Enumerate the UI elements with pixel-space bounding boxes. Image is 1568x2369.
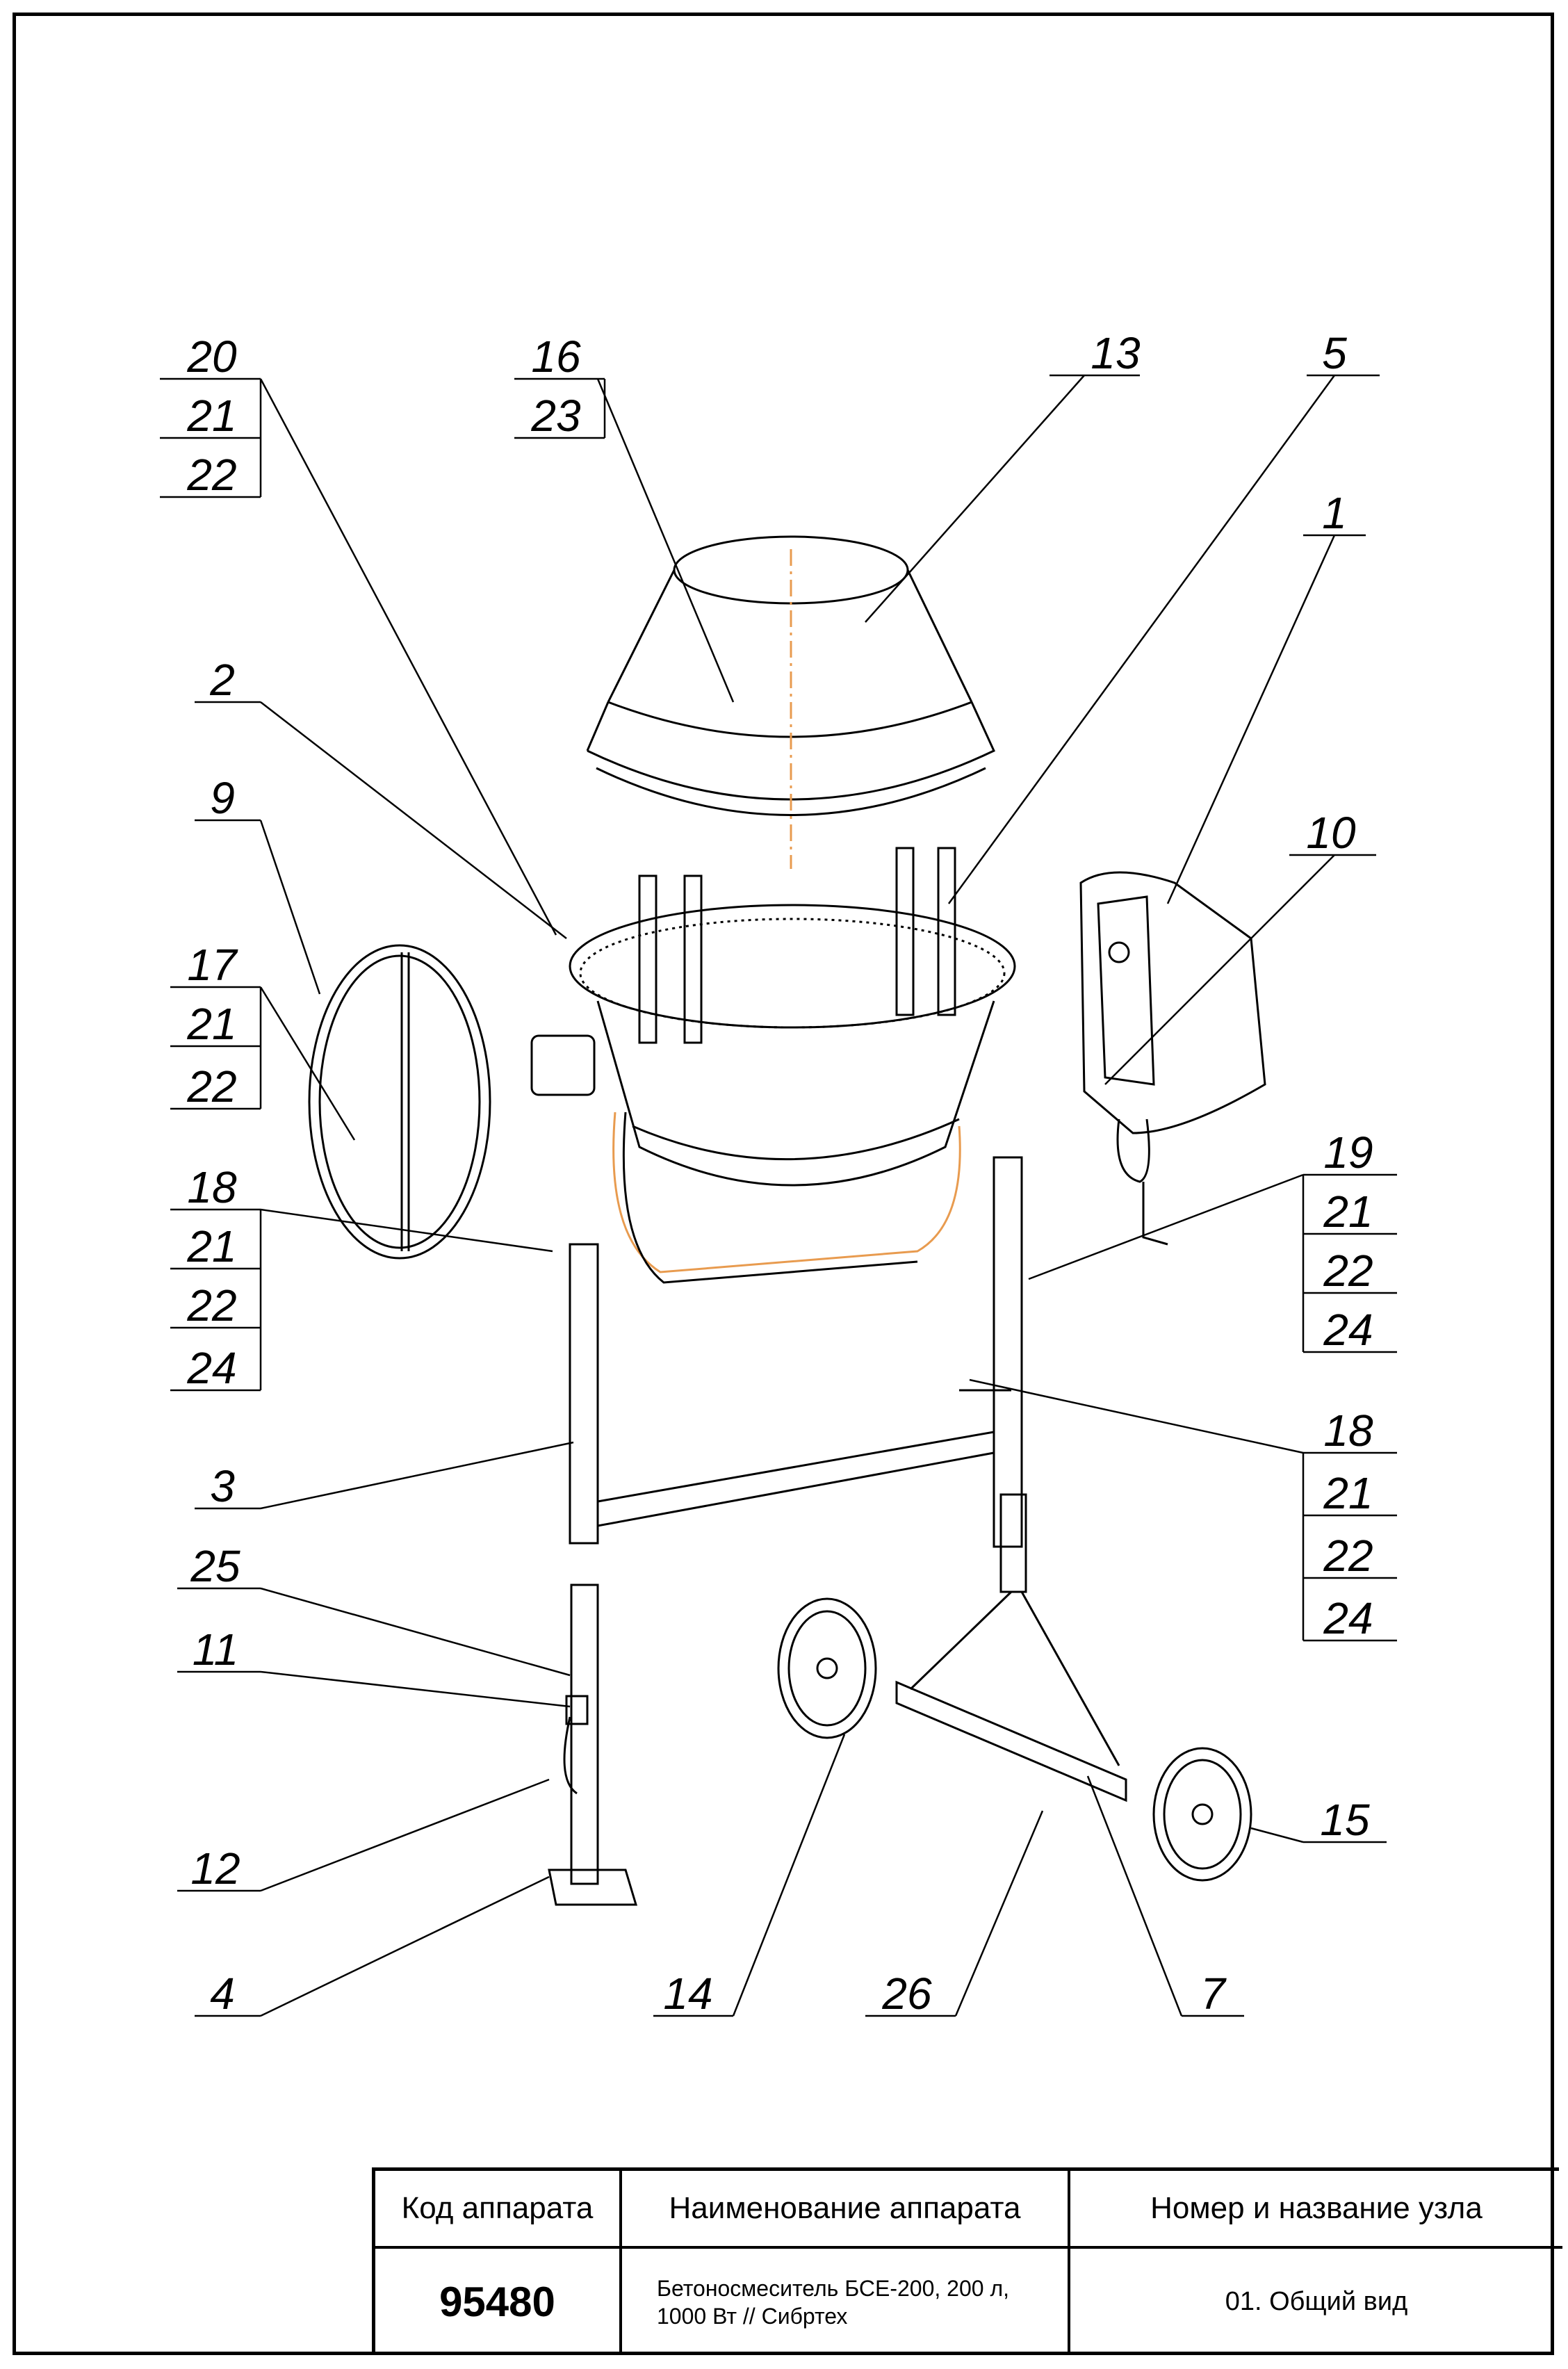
callout-label: 3 xyxy=(210,1461,235,1511)
callout-label: 18 xyxy=(187,1162,237,1212)
callout-label: 7 xyxy=(1200,1969,1227,2019)
callout-label: 9 xyxy=(210,773,235,823)
callout-2: 2 xyxy=(195,655,261,705)
wheel-axle-part xyxy=(777,1493,1252,1882)
callout-label: 22 xyxy=(186,1280,236,1330)
callout-label: 17 xyxy=(187,940,238,990)
callout-13: 13 xyxy=(1050,328,1141,378)
callout-label: 21 xyxy=(186,999,236,1049)
motor-housing-part xyxy=(1079,871,1266,1246)
callout-label: 12 xyxy=(190,1843,240,1894)
callout-1: 1 xyxy=(1303,488,1366,538)
callout-label: 21 xyxy=(186,1221,236,1271)
callout-10: 10 xyxy=(1289,808,1376,858)
callout-4: 4 xyxy=(195,1969,261,2019)
callout-19-21-22-24: 19 21 22 24 xyxy=(1302,1127,1397,1355)
mixer-parts xyxy=(308,535,1266,1906)
name-header: Наименование аппарата xyxy=(622,2171,1070,2249)
callout-11: 11 xyxy=(177,1625,261,1675)
callout-label: 21 xyxy=(186,391,236,441)
callout-12: 12 xyxy=(177,1843,261,1894)
callout-3: 3 xyxy=(195,1461,261,1511)
apparatus-code: 95480 xyxy=(375,2249,622,2355)
callout-14: 14 xyxy=(653,1969,733,2019)
callout-label: 5 xyxy=(1322,328,1347,378)
node-name: 01. Общий вид xyxy=(1225,2287,1408,2316)
callout-label: 22 xyxy=(1323,1531,1373,1581)
callout-15: 15 xyxy=(1303,1795,1387,1845)
callout-label: 10 xyxy=(1306,808,1356,858)
callout-label: 25 xyxy=(190,1541,240,1591)
callout-label: 21 xyxy=(1323,1187,1373,1237)
drum-body-part xyxy=(530,847,1016,1284)
callout-18-21-22-24-left: 18 21 22 24 xyxy=(170,1162,262,1393)
leader-lines xyxy=(259,375,1336,2017)
callout-17-21-22: 17 21 22 xyxy=(170,940,262,1112)
mixing-ring-part xyxy=(308,944,491,1260)
callout-label: 16 xyxy=(531,332,581,382)
callout-label: 21 xyxy=(1323,1468,1373,1518)
callout-label: 15 xyxy=(1320,1795,1370,1845)
callout-label: 4 xyxy=(210,1969,235,2019)
leg-part xyxy=(548,1584,638,1906)
callout-25: 25 xyxy=(177,1541,261,1591)
callout-20-21-22: 20 21 22 xyxy=(160,332,262,500)
code-header: Код аппарата xyxy=(375,2171,622,2249)
title-block: Код аппарата Наименование аппарата Номер… xyxy=(372,2167,1562,2355)
callout-label: 22 xyxy=(186,1061,236,1112)
callout-label: 2 xyxy=(209,655,235,705)
callout-label: 1 xyxy=(1322,488,1347,538)
callout-label: 14 xyxy=(663,1969,712,2019)
callout-16-23: 16 23 xyxy=(514,332,606,441)
drawing-sheet-frame xyxy=(13,13,1554,2355)
callout-7: 7 xyxy=(1182,1969,1244,2019)
callout-label: 24 xyxy=(1323,1593,1373,1643)
callout-label: 22 xyxy=(186,450,236,500)
callout-label: 13 xyxy=(1091,328,1141,378)
drum-cone-part xyxy=(586,535,995,869)
callout-label: 11 xyxy=(193,1625,238,1675)
callout-label: 22 xyxy=(1323,1246,1373,1296)
callout-label: 20 xyxy=(186,332,237,382)
stand-frame-part xyxy=(569,1156,1023,1548)
callout-9: 9 xyxy=(195,773,261,823)
callout-18-21-22-24-right: 18 21 22 24 xyxy=(1302,1406,1397,1643)
callout-label: 23 xyxy=(530,391,581,441)
callout-label: 24 xyxy=(1323,1305,1373,1355)
callout-5: 5 xyxy=(1307,328,1380,378)
apparatus-name: Бетоносмеситель БСЕ-200, 200 л, 1000 Вт … xyxy=(622,2249,1070,2355)
callout-label: 26 xyxy=(881,1969,932,2019)
callout-label: 18 xyxy=(1323,1406,1373,1456)
callout-label: 19 xyxy=(1323,1127,1373,1178)
callout-26: 26 xyxy=(865,1969,956,2019)
callout-label: 24 xyxy=(186,1343,236,1393)
node-header: Номер и название узла xyxy=(1070,2171,1562,2249)
